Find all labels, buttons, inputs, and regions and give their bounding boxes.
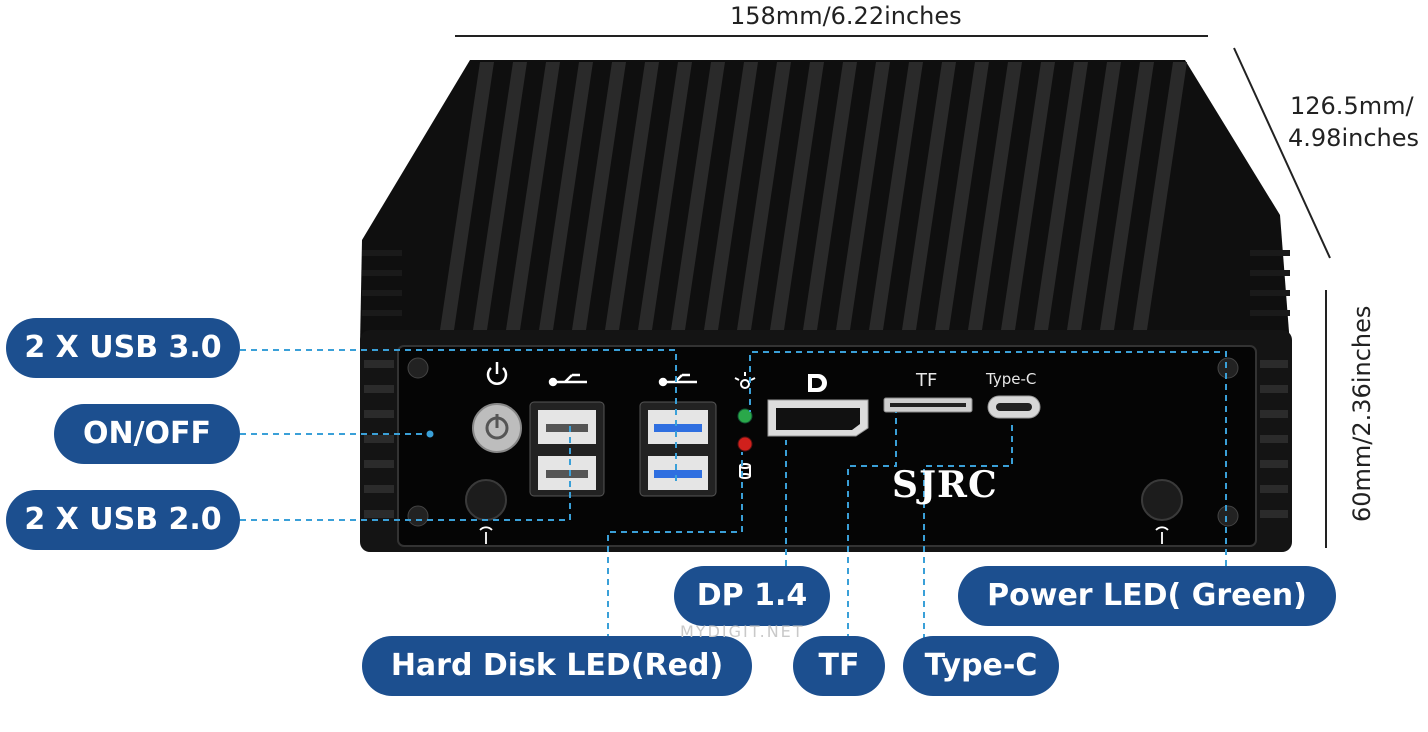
heatsink-fin [605, 62, 659, 330]
displayport-port [767, 399, 869, 437]
heatsink-fin [704, 62, 758, 330]
tf-panel-label: TF [916, 370, 938, 391]
heatsink-fin [1001, 62, 1055, 330]
depth-label-line2: 4.98inches [1288, 124, 1419, 152]
antenna-right [1141, 479, 1183, 521]
callout-hdd-led: Hard Disk LED(Red) [362, 636, 752, 696]
heatsink-fin [440, 62, 494, 330]
heatsink-fin [770, 62, 824, 330]
callout-dp: DP 1.4 [674, 566, 830, 626]
callout-power-led: Power LED( Green) [958, 566, 1336, 626]
usb2-ports [529, 401, 605, 497]
callout-usb2: 2 X USB 2.0 [6, 490, 240, 550]
usb3-ports [639, 401, 717, 497]
leader-lines [240, 349, 1227, 640]
heatsink [360, 60, 1290, 345]
usb-icon [548, 373, 587, 387]
wifi-antenna-icon [1155, 526, 1169, 544]
heatsink-fin [1100, 62, 1154, 330]
heatsink-fin [473, 62, 527, 330]
heatsink-fin [803, 62, 857, 330]
callout-tf: TF [793, 636, 885, 696]
wifi-antenna-icon [479, 526, 493, 544]
heatsink-fin [539, 62, 593, 330]
depth-label-line1: 126.5mm/ [1290, 92, 1414, 120]
tf-slot [883, 397, 973, 413]
heatsink-fin [935, 62, 989, 330]
watermark: MYDIGIT.NET [680, 622, 805, 641]
heatsink-fin [506, 62, 560, 330]
width-label: 158mm/6.22inches [730, 2, 962, 30]
callout-typec: Type-C [903, 636, 1059, 696]
power-led [737, 408, 753, 424]
callout-onoff: ON/OFF [54, 404, 240, 464]
typec-panel-label: Type-C [986, 370, 1037, 388]
heatsink-fin [1067, 62, 1121, 330]
usb-icon [658, 373, 697, 387]
led-icon [734, 372, 756, 389]
callout-usb3: 2 X USB 3.0 [6, 318, 240, 378]
power-button [472, 403, 522, 453]
brand-logo: SJRC [892, 464, 998, 506]
heatsink-fin [737, 62, 791, 330]
power-icon [486, 362, 508, 385]
heatsink-fin [1133, 62, 1187, 330]
heatsink-fin [1034, 62, 1088, 330]
heatsink-fin [572, 62, 626, 330]
heatsink-fin [671, 62, 725, 330]
hdd-led [737, 436, 753, 452]
heatsink-fin [968, 62, 1022, 330]
heatsink-fin [902, 62, 956, 330]
typec-port [987, 395, 1041, 419]
heatsink-fin [869, 62, 923, 330]
height-label: 60mm/2.36inches [1348, 305, 1376, 522]
heatsink-fin [836, 62, 890, 330]
displayport-icon [808, 374, 827, 392]
depth-dimension-line [1233, 47, 1331, 259]
heatsink-fin [638, 62, 692, 330]
antenna-left [465, 479, 507, 521]
disk-icon [739, 463, 751, 479]
